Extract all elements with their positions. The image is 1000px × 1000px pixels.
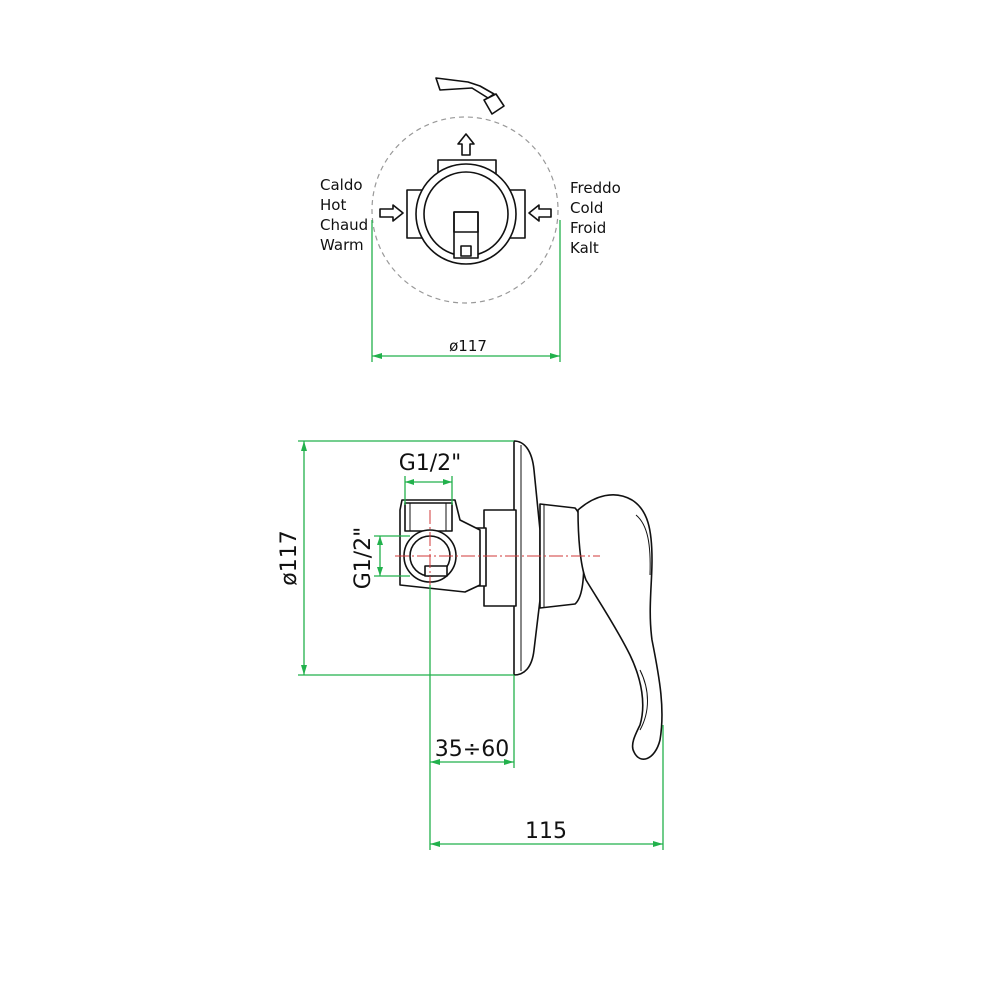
hot-label-en: Hot: [320, 196, 346, 214]
depth-label: 35÷60: [435, 737, 509, 762]
outlet-arrow-icon: [457, 133, 475, 156]
hot-label-it: Caldo: [320, 176, 363, 194]
lever-handle: [577, 494, 663, 760]
cold-label-en: Cold: [570, 199, 603, 217]
cold-label-fr: Froid: [570, 219, 606, 237]
side-diameter-label: ø117: [277, 530, 302, 585]
hot-inlet-arrow-icon: [379, 204, 404, 222]
cold-label-it: Freddo: [570, 179, 621, 197]
top-diameter-label: ø117: [449, 337, 487, 355]
length-dimension: 115: [430, 725, 664, 850]
top-diameter-dimension: ø117: [371, 220, 561, 362]
thread-top-dimension: G1/2": [399, 451, 462, 505]
hot-label-fr: Chaud: [320, 216, 368, 234]
side-diameter-dimension: ø117: [277, 440, 514, 676]
connector-fitting: [399, 499, 481, 593]
cold-labels: Freddo Cold Froid Kalt: [570, 179, 621, 257]
depth-dimension: 35÷60: [429, 585, 515, 850]
mixer-body-top: [406, 159, 526, 265]
cold-label-de: Kalt: [570, 239, 599, 257]
hot-labels: Caldo Hot Chaud Warm: [320, 176, 368, 254]
thread-side-label: G1/2": [351, 527, 376, 590]
escutcheon-profile: [513, 440, 541, 676]
length-label: 115: [525, 819, 567, 844]
side-view: ø117 G1/2" G1/2" 35÷60: [277, 440, 664, 850]
thread-top-label: G1/2": [399, 451, 462, 476]
top-view: Caldo Hot Chaud Warm Freddo Cold Froid K…: [320, 77, 621, 362]
cold-inlet-arrow-icon: [528, 204, 552, 222]
mixer-body: [483, 509, 517, 607]
thread-side-dimension: G1/2": [351, 527, 410, 590]
shower-head-icon: [435, 77, 505, 115]
hot-label-de: Warm: [320, 236, 364, 254]
escutcheon-outline: [371, 116, 559, 304]
